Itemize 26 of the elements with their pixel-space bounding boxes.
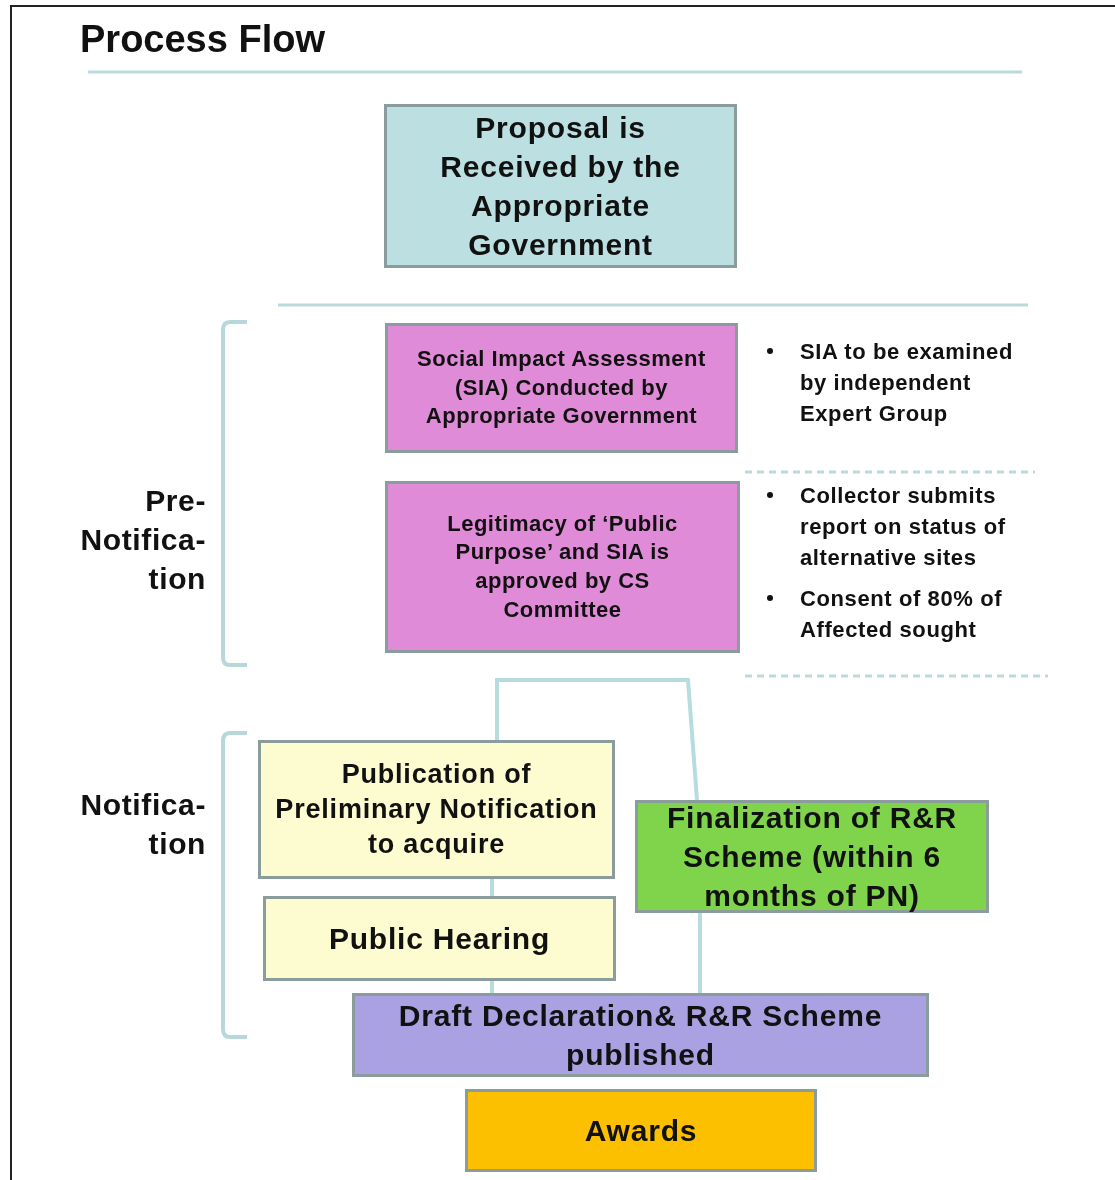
process-box: [352, 993, 929, 1077]
process-box: [263, 896, 616, 981]
connector-line: [698, 913, 702, 993]
process-box: [465, 1089, 817, 1172]
box-text: Finalization of R&R Scheme (within 6 months of PN): [665, 800, 959, 914]
box-text: Publication of Preliminary Notification to acquire: [274, 757, 599, 862]
bullet-text: Collector submits report on status of alternative sites: [800, 482, 1007, 572]
process-box: [258, 740, 615, 879]
connector-line: [490, 981, 494, 993]
bullet-text: SIA to be examined by independent Expert Group: [800, 338, 1014, 428]
process-box: [635, 800, 989, 913]
box-text: Legitimacy of ‘Public Purpose’ and SIA is approved by CS Committee: [446, 509, 679, 624]
phase-label: Notifica- tion: [79, 787, 206, 862]
connector-line: [495, 678, 699, 801]
process-box: [385, 481, 740, 653]
title: Process Flow: [80, 18, 325, 61]
process-box: [385, 323, 738, 453]
bullet-text: Consent of 80% of Affected sought: [800, 585, 1004, 644]
process-box: [384, 104, 737, 268]
phase-label: Pre- Notifica- tion: [79, 483, 206, 597]
box-text: Proposal is Received by the Appropriate Government: [439, 110, 682, 263]
box-text: Public Hearing: [328, 921, 551, 957]
box-text: Draft Declaration& R&R Scheme published: [397, 998, 884, 1073]
box-text: Social Impact Assessment (SIA) Conducted by Appropriate Government: [416, 345, 707, 431]
connector-line: [490, 879, 494, 896]
box-text: Awards: [584, 1113, 698, 1149]
